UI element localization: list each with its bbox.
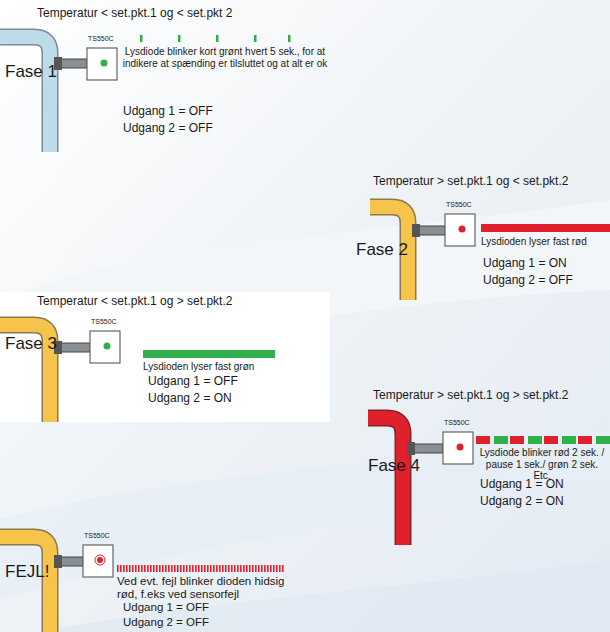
led-description: Lysdiode blinker kort grønt hvert 5 sek.… <box>120 46 330 69</box>
output-state: Udgang 2 = ON <box>148 391 232 405</box>
model-label: TS550C <box>88 35 114 43</box>
steady-green-bar <box>143 350 275 358</box>
output-state: Udgang 2 = OFF <box>123 616 209 630</box>
sensor-phase-3 <box>54 331 120 363</box>
model-label: TS550C <box>91 318 117 326</box>
condition-text: Temperatur < set.pkt.1 og < set.pkt 2 <box>37 6 232 20</box>
fast-blink-bar <box>117 565 285 572</box>
pipe-fault <box>0 537 50 632</box>
led-description: Lysdioden lyser fast grøn <box>143 361 254 373</box>
phase-label: Fase 4 <box>368 456 420 476</box>
output-state: Udgang 1 = OFF <box>123 104 213 118</box>
output-state: Udgang 2 = OFF <box>483 273 573 287</box>
sensor-phase-2 <box>412 214 475 246</box>
pipe-phase-4 <box>368 418 403 545</box>
fault-description: Ved evt. fejl blinker dioden hidsig rød,… <box>117 575 297 601</box>
led-description: Lysdioden lyser fast rød <box>481 236 587 248</box>
sensor-fault <box>54 545 113 577</box>
model-label: TS550C <box>84 532 110 540</box>
blink-red-green-bar <box>476 436 610 444</box>
output-state: Udgang 1 = ON <box>483 256 567 270</box>
panel <box>0 292 330 422</box>
output-state: Udgang 2 = ON <box>480 494 564 508</box>
condition-text: Temperatur < set.pkt.1 og > set.pkt.2 <box>37 294 232 308</box>
steady-red-bar <box>481 224 610 232</box>
model-label: TS550C <box>444 419 470 427</box>
pipe-phase-1 <box>0 37 50 152</box>
model-label: TS550C <box>446 201 472 209</box>
phase-label: Fase 2 <box>356 240 408 260</box>
output-state: Udgang 1 = ON <box>480 477 564 491</box>
blink-dashes <box>140 35 291 42</box>
output-state: Udgang 1 = OFF <box>123 601 209 615</box>
output-state: Udgang 1 = OFF <box>148 374 238 388</box>
condition-text: Temperatur > set.pkt.1 og > set.pkt.2 <box>373 388 568 402</box>
phase-label: Fase 1 <box>5 62 57 82</box>
led-description: Lysdiode blinker rød 2 sek. / pause 1 se… <box>477 447 607 482</box>
sensor-phase-1 <box>54 48 117 80</box>
condition-text: Temperatur > set.pkt.1 og < set.pkt.2 <box>373 174 568 188</box>
phase-label: Fase 3 <box>5 334 57 354</box>
output-state: Udgang 2 = OFF <box>123 121 213 135</box>
phase-label: FEJL! <box>5 562 49 582</box>
